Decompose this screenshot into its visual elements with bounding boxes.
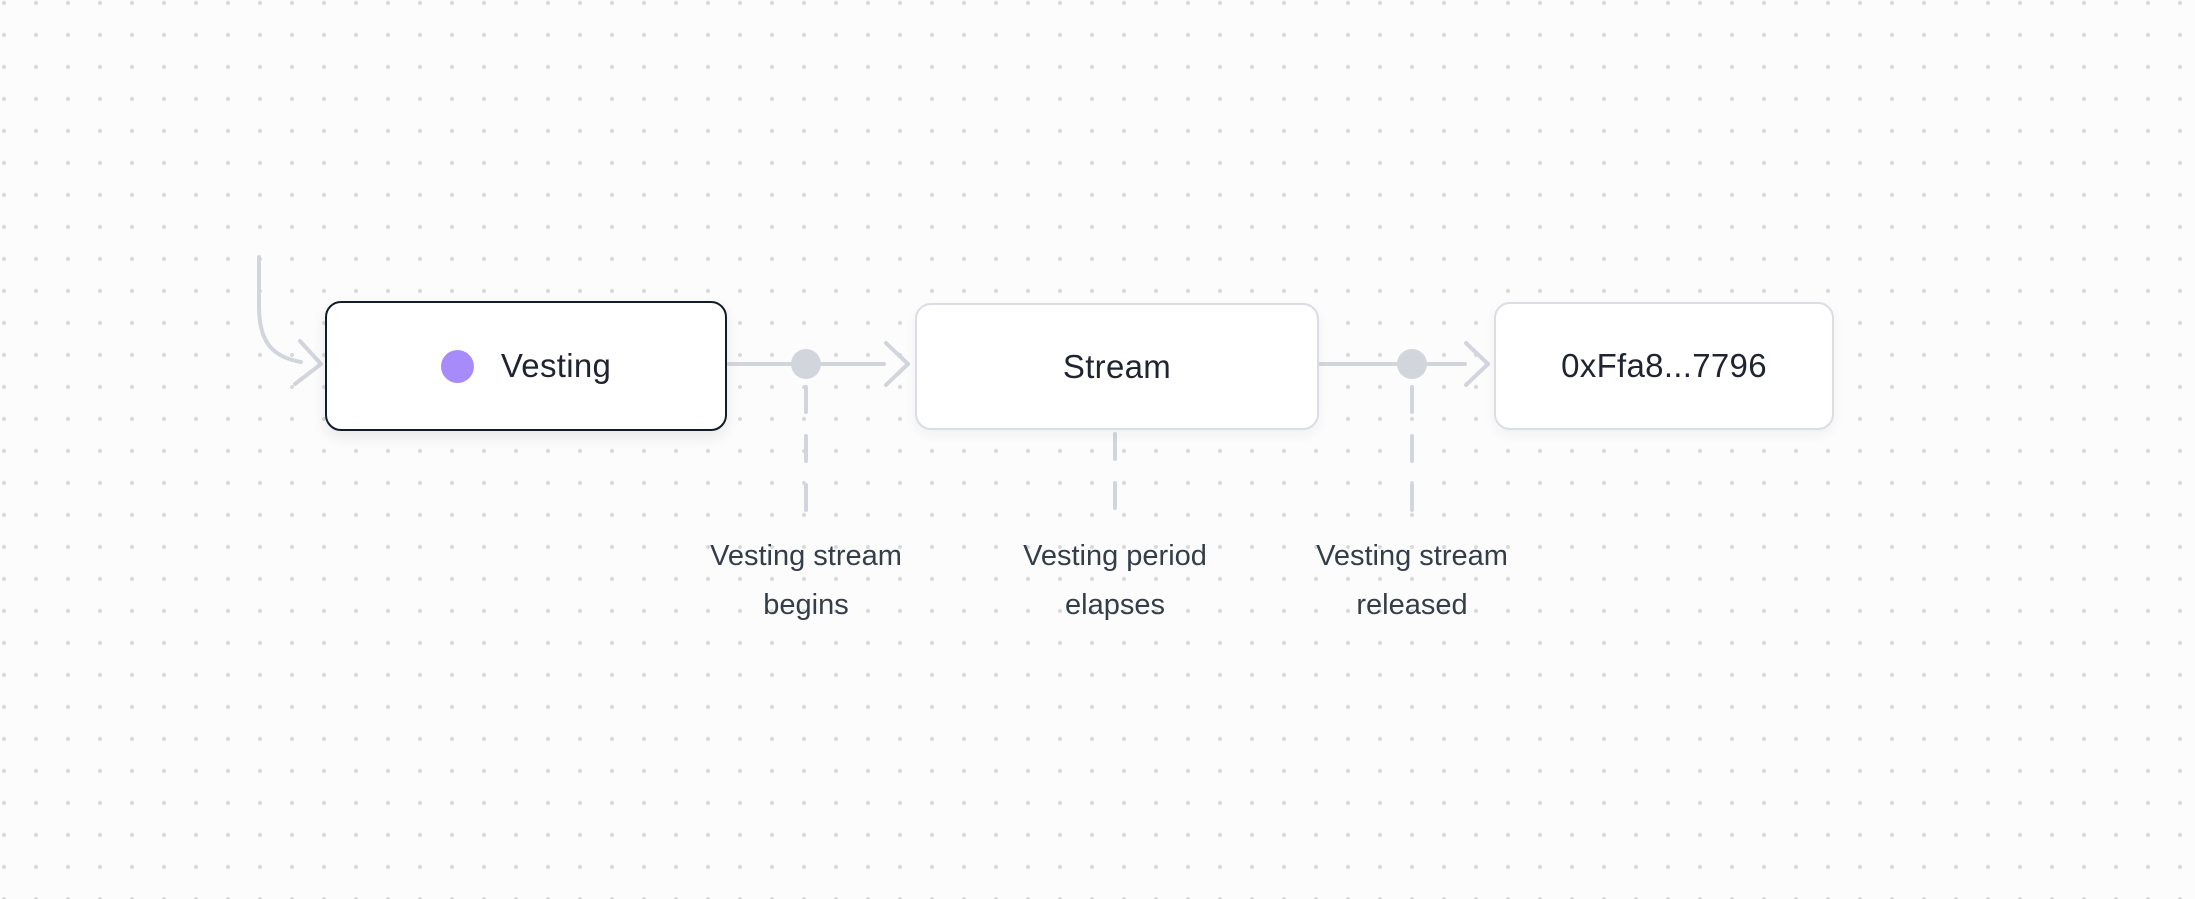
edge-label-line: Vesting period <box>1023 540 1207 572</box>
edge-label-vesting-stream-released: Vesting stream released <box>1316 532 1508 630</box>
edge-stream-recipient-midpoint-dot <box>1397 349 1427 379</box>
edge-label-line: Vesting stream <box>710 540 902 572</box>
node-vesting-label: Vesting <box>500 347 612 384</box>
node-stream-label: Stream <box>1062 347 1172 385</box>
edge-label-line: elapses <box>1065 589 1165 621</box>
edge-vesting-stream-arrowhead-icon <box>884 341 910 387</box>
edge-label-line: Vesting stream <box>1316 540 1508 572</box>
edge-label-line: begins <box>763 589 849 621</box>
vesting-status-dot-icon <box>440 349 474 383</box>
edge-label-line: released <box>1356 589 1468 621</box>
edge-stream-recipient-arrowhead-icon <box>1464 341 1490 387</box>
edge-label-vesting-period-elapses: Vesting period elapses <box>1023 532 1207 630</box>
edge-vesting-stream-midpoint-dot <box>791 349 821 379</box>
node-recipient-label: 0xFfa8...7796 <box>1561 347 1767 384</box>
incoming-edge-curve <box>257 255 303 364</box>
edge-label-vesting-stream-begins: Vesting stream begins <box>710 532 902 630</box>
node-recipient-address[interactable]: 0xFfa8...7796 <box>1494 302 1834 430</box>
node-stream[interactable]: Stream <box>915 303 1319 430</box>
incoming-edge-arrowhead-icon <box>293 339 323 386</box>
node-vesting[interactable]: Vesting <box>325 301 727 431</box>
